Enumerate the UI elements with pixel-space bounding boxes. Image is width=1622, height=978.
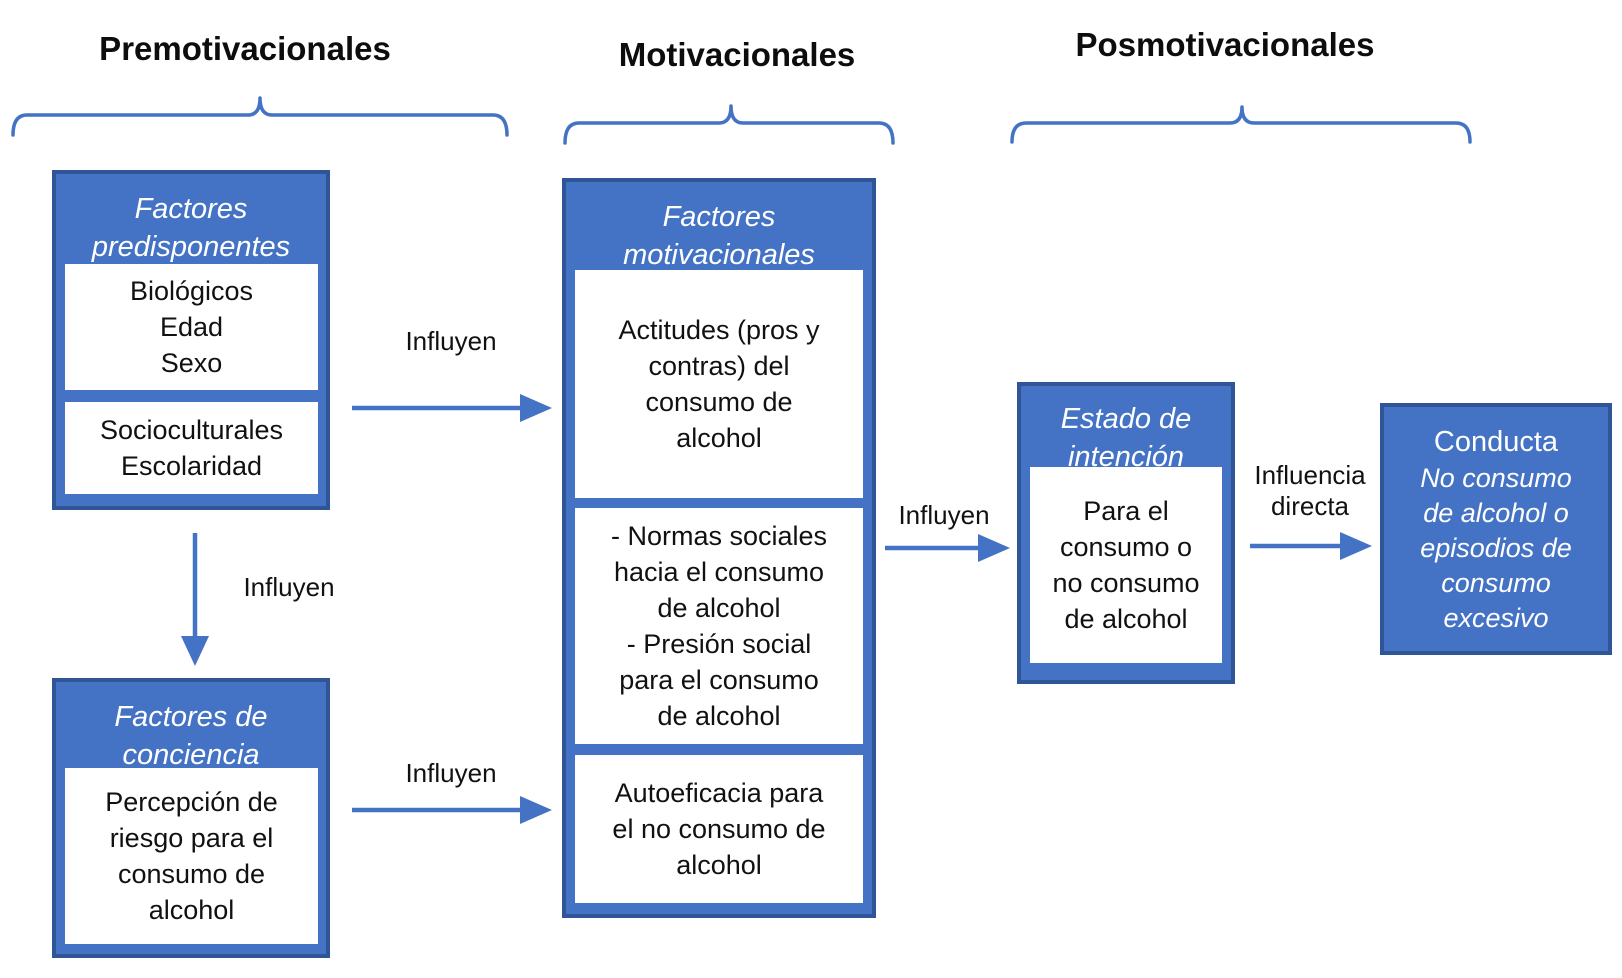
section-header-posmotivacionales: Posmotivacionales bbox=[1075, 26, 1375, 63]
box-factores-conciencia: Factores de conciencia Percepción de rie… bbox=[52, 678, 330, 958]
subbox-socioculturales: Socioculturales Escolaridad bbox=[65, 402, 318, 494]
arrow-intencion-to-conducta bbox=[1250, 532, 1372, 560]
box-title-factores-conciencia: Factores de conciencia bbox=[114, 701, 268, 771]
arrow-label-influyen-4: Influyen bbox=[898, 500, 990, 530]
box-conducta-content: Conducta No consumo de alcohol o episodi… bbox=[1384, 407, 1608, 651]
brace-posmotivacionales bbox=[1010, 105, 1472, 144]
subbox-biologicos: Biológicos Edad Sexo bbox=[65, 264, 318, 390]
arrow-label-influyen-1: Influyen bbox=[405, 326, 497, 356]
arrow-label-influyen-3: Influyen bbox=[405, 758, 497, 788]
subbox-autoeficacia: Autoeficacia para el no consumo de alcoh… bbox=[575, 755, 863, 903]
subbox-percepcion-riesgo: Percepción de riesgo para el consumo de … bbox=[65, 768, 318, 944]
box-title-factores-motivacionales: Factores motivacionales bbox=[623, 201, 815, 271]
arrow-label-influencia-directa: Influencia directa bbox=[1254, 460, 1366, 521]
box-title-conducta: Conducta bbox=[1433, 425, 1559, 458]
section-header-motivacionales: Motivacionales bbox=[618, 36, 856, 73]
arrow-predisponentes-to-motivacionales bbox=[352, 394, 552, 422]
box-factores-predisponentes: Factores predisponentes Biológicos Edad … bbox=[52, 170, 330, 510]
subbox-actitudes: Actitudes (pros y contras) del consumo d… bbox=[575, 270, 863, 498]
box-subtitle-conducta: No consumo de alcohol o episodios de con… bbox=[1420, 462, 1572, 633]
brace-premotivacionales bbox=[11, 96, 509, 137]
box-conducta: Conducta No consumo de alcohol o episodi… bbox=[1380, 403, 1612, 655]
box-factores-motivacionales: Factores motivacionales Actitudes (pros … bbox=[562, 178, 876, 918]
box-title-estado-intencion: Estado de intención bbox=[1060, 403, 1192, 473]
subbox-para-el-consumo: Para el consumo o no consumo de alcohol bbox=[1030, 467, 1222, 663]
arrow-conciencia-to-motivacionales bbox=[352, 796, 552, 824]
box-title-factores-predisponentes: Factores predisponentes bbox=[91, 193, 291, 263]
section-header-premotivacionales: Premotivacionales bbox=[99, 30, 391, 67]
box-estado-intencion: Estado de intención Para el consumo o no… bbox=[1017, 382, 1235, 684]
arrow-predisponentes-to-conciencia bbox=[181, 533, 209, 666]
brace-motivacionales bbox=[563, 104, 895, 145]
subbox-normas-presion: - Normas sociales hacia el consumo de al… bbox=[575, 508, 863, 744]
arrow-motivacionales-to-intencion bbox=[885, 534, 1010, 562]
arrow-label-influyen-2: Influyen bbox=[243, 572, 335, 602]
